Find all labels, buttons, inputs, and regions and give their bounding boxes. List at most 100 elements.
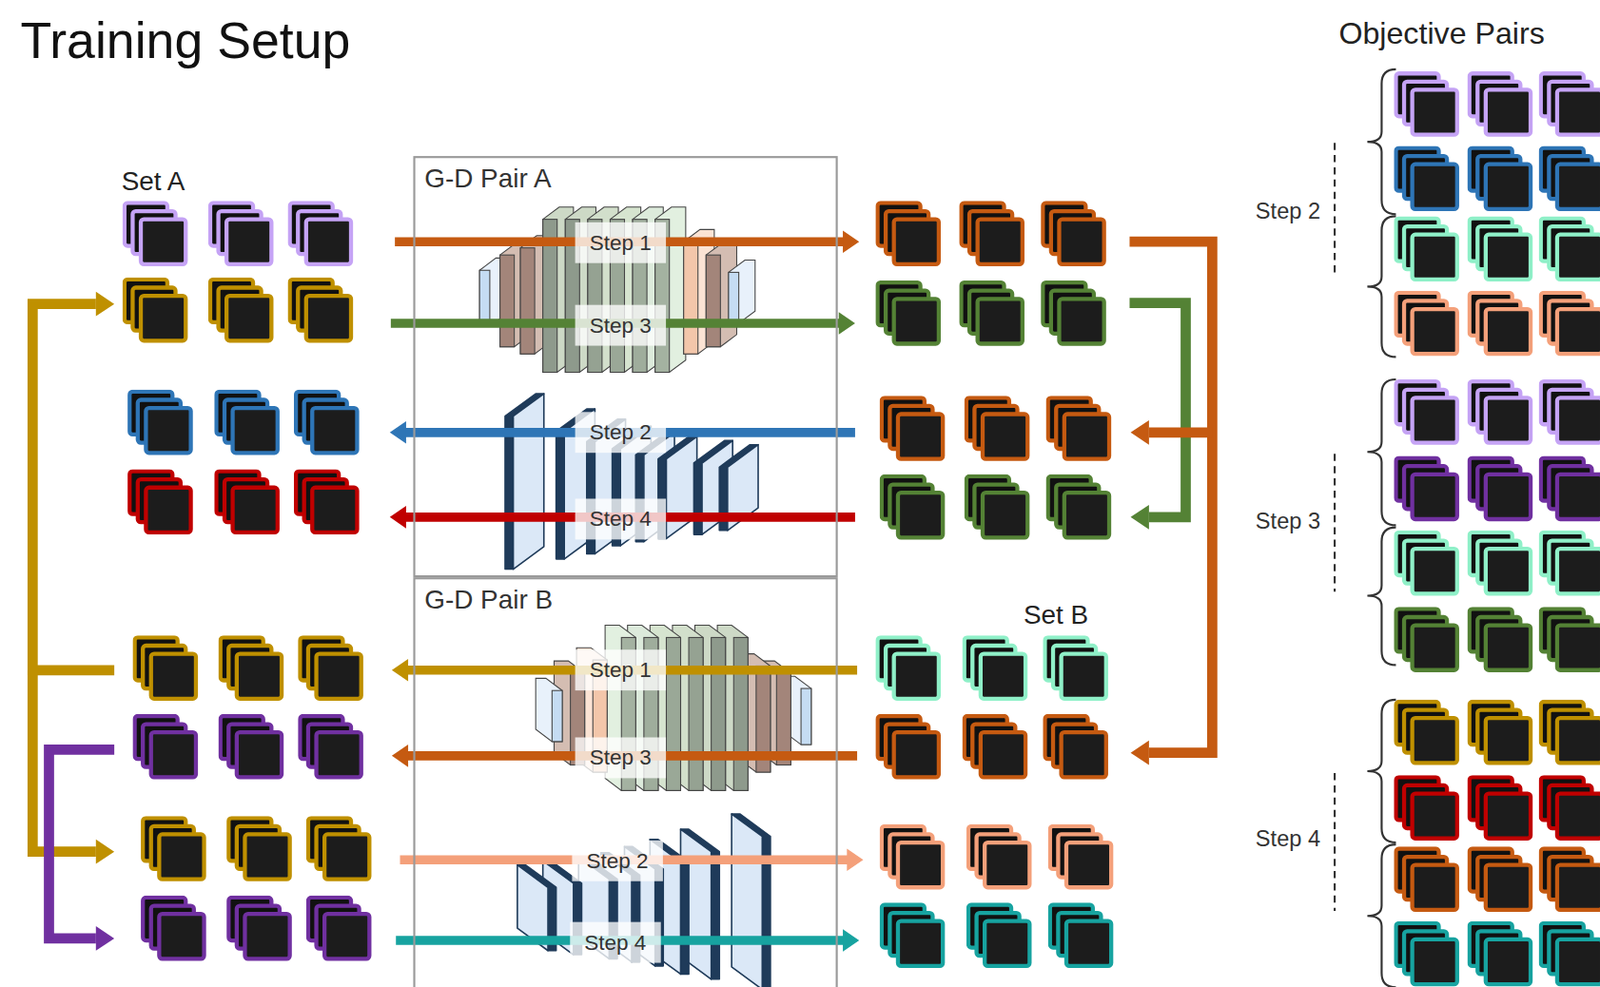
svg-polygon <box>839 312 856 335</box>
svg-polygon <box>1131 741 1150 766</box>
svg-polygon <box>96 926 115 952</box>
svg-use <box>1050 904 1112 966</box>
svg-path <box>32 670 97 853</box>
svg-use <box>295 391 357 453</box>
svg-polygon <box>842 230 859 254</box>
svg-use <box>142 897 204 959</box>
svg-use <box>1541 458 1600 520</box>
svg-use <box>968 904 1030 966</box>
svg-path <box>1366 215 1396 357</box>
svg-use <box>1541 532 1600 594</box>
svg-path <box>1366 527 1396 666</box>
svg-use <box>1395 458 1457 520</box>
svg-use <box>881 826 943 888</box>
svg-path <box>1366 844 1396 987</box>
svg-use <box>1469 702 1531 763</box>
step-label: Step 2 <box>571 840 663 882</box>
svg-polygon <box>842 929 859 953</box>
svg-use <box>215 391 277 453</box>
svg-use <box>1395 923 1457 985</box>
svg-use <box>1541 608 1600 670</box>
svg-use <box>299 637 361 699</box>
svg-use <box>881 476 943 538</box>
svg-line <box>1333 142 1336 278</box>
step-label: Step 4 <box>569 922 661 964</box>
set-label: Set A <box>121 166 186 197</box>
svg-use <box>878 716 939 778</box>
svg-use <box>142 818 204 879</box>
discriminator-network <box>505 393 759 570</box>
svg-use <box>228 897 290 959</box>
svg-use <box>881 904 943 966</box>
svg-line <box>1333 453 1336 592</box>
svg-use <box>1541 923 1600 985</box>
svg-use <box>964 637 1026 699</box>
set-label: Set B <box>1023 601 1089 632</box>
svg-use <box>1541 73 1600 135</box>
step-label: Step 2 <box>1255 197 1321 224</box>
svg-path <box>48 749 115 938</box>
svg-use <box>1541 848 1600 910</box>
svg-use <box>308 897 370 959</box>
svg-use <box>1469 73 1531 135</box>
svg-use <box>1395 777 1457 839</box>
svg-polygon <box>96 839 115 865</box>
svg-use <box>1469 292 1531 354</box>
svg-use <box>964 716 1026 778</box>
svg-use <box>1469 923 1531 985</box>
svg-use <box>1541 218 1600 280</box>
feedback-lines <box>32 241 1212 952</box>
svg-use <box>220 716 282 778</box>
svg-use <box>1395 292 1457 354</box>
image-stacks <box>124 73 1600 985</box>
svg-use <box>1469 381 1531 443</box>
svg-polygon <box>391 659 409 683</box>
svg-use <box>1395 218 1457 280</box>
box-heading: G-D Pair B <box>424 585 553 617</box>
svg-use <box>210 279 272 341</box>
svg-use <box>1469 218 1531 280</box>
svg-use <box>129 471 191 533</box>
svg-use <box>215 471 277 533</box>
svg-use <box>124 202 186 264</box>
svg-use <box>968 826 1030 888</box>
svg-use <box>960 202 1022 264</box>
svg-use <box>1395 381 1457 443</box>
svg-use <box>1395 608 1457 670</box>
svg-use <box>1541 148 1600 210</box>
svg-path <box>1129 241 1212 753</box>
svg-use <box>966 476 1028 538</box>
diagram-title: Training Setup <box>19 12 351 72</box>
svg-use <box>1048 476 1110 538</box>
svg-use <box>1044 637 1106 699</box>
svg-polygon <box>846 848 863 872</box>
svg-path <box>1129 303 1186 518</box>
svg-use <box>1469 148 1531 210</box>
svg-polygon <box>390 421 407 445</box>
svg-use <box>1395 73 1457 135</box>
svg-use <box>1469 458 1531 520</box>
svg-use <box>966 397 1028 459</box>
svg-path <box>1366 379 1396 526</box>
svg-path <box>1366 700 1396 843</box>
set-label: Objective Pairs <box>1338 16 1544 52</box>
step-label: Step 3 <box>1255 508 1321 535</box>
step-label: Step 2 <box>575 411 666 453</box>
svg-use <box>1044 716 1106 778</box>
svg-use <box>210 202 272 264</box>
svg-path <box>1366 69 1396 215</box>
svg-use <box>1395 532 1457 594</box>
discriminator-network <box>517 814 771 987</box>
generator-network <box>535 625 812 792</box>
svg-use <box>129 391 191 453</box>
svg-use <box>290 279 352 341</box>
svg-use <box>1469 532 1531 594</box>
step-label: Step 4 <box>1255 826 1321 853</box>
svg-use <box>299 716 361 778</box>
svg-use <box>1395 148 1457 210</box>
svg-use <box>228 818 290 879</box>
svg-use <box>1048 397 1110 459</box>
svg-use <box>1050 826 1112 888</box>
